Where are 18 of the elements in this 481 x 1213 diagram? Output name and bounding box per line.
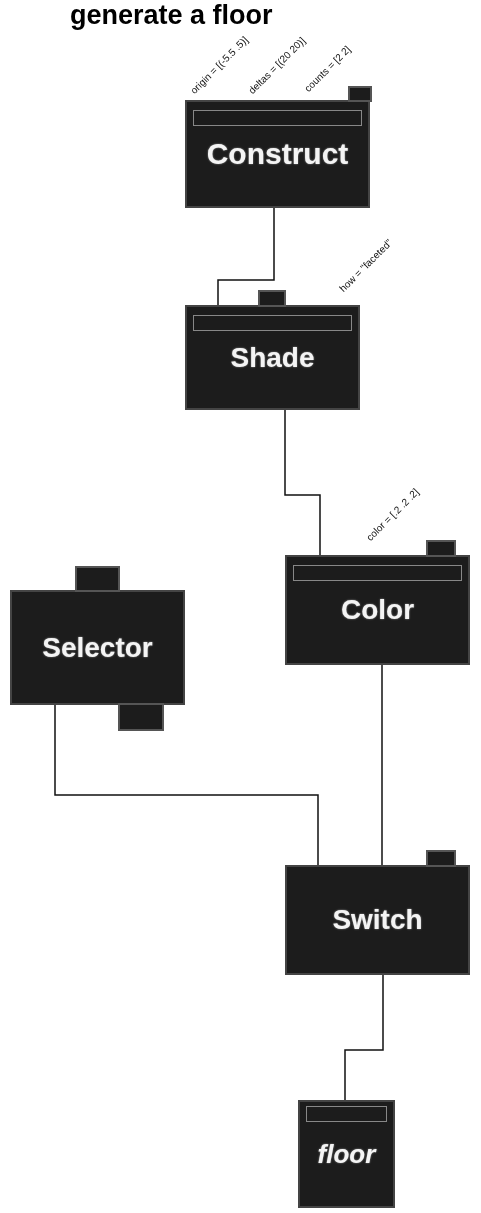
module-box [285, 865, 470, 975]
module-name: Shade [230, 341, 315, 374]
module-box [10, 590, 185, 705]
connector-line [54, 704, 319, 866]
connector-line [284, 409, 321, 556]
diagram-title: generate a floor [70, 0, 273, 31]
module-name: Switch [332, 904, 423, 936]
module-box [185, 305, 360, 410]
module-name: Color [340, 594, 415, 626]
connector-line [344, 974, 384, 1101]
connector-line [217, 207, 275, 306]
module-box [285, 555, 470, 665]
module-name: Construct [206, 137, 349, 171]
module-box [185, 100, 370, 208]
module-box [298, 1100, 395, 1208]
connector-line [381, 664, 383, 866]
module-name: Selector [42, 631, 153, 664]
module-name: floor [317, 1138, 376, 1170]
